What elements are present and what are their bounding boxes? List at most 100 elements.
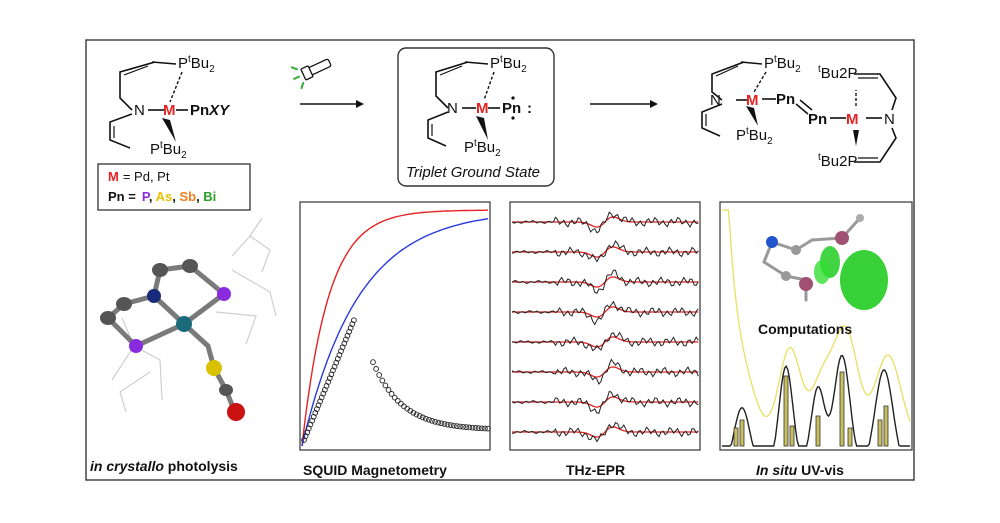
uvvis-label: In situ UV-vis [756, 462, 844, 478]
epr-experimental-trace [511, 331, 699, 352]
svg-text:PtBu2: PtBu2 [490, 54, 527, 75]
squid-data-point [438, 420, 445, 427]
flashlight-icon [290, 58, 332, 90]
dimerization-arrow [590, 100, 658, 108]
uvvis-plot: Computations [719, 201, 913, 451]
reactant-phosphine-top: PtBu2 [178, 54, 215, 75]
squid-data-point [444, 421, 451, 428]
squid-data-point [391, 394, 398, 401]
epr-experimental-trace [511, 300, 699, 326]
squid-data-point [351, 317, 357, 324]
metal-pnictogen-legend: M= Pd, Pt Pn =P, As, Sb, Bi [97, 163, 251, 211]
reactant-phosphine-bottom: PtBu2 [150, 140, 187, 161]
epr-experimental-trace [511, 240, 699, 263]
thz-epr-label: THz-EPR [566, 462, 625, 478]
svg-text:Pn: Pn [776, 91, 795, 108]
uv-transition-stick [847, 427, 853, 447]
squid-data-point [454, 423, 460, 429]
squid-data-point [376, 372, 383, 378]
squid-data-point [450, 422, 457, 429]
squid-data-point [422, 415, 429, 422]
epr-experimental-trace [511, 358, 699, 385]
epr-experimental-trace [511, 211, 699, 234]
squid-data-point [419, 414, 426, 421]
uv-transition-stick [739, 419, 745, 447]
crystal-structure-image [100, 217, 277, 421]
squid-data-point [466, 424, 473, 431]
svg-text:N: N [447, 100, 458, 117]
uv-transition-stick [815, 415, 821, 447]
svg-text:N: N [710, 92, 721, 109]
figure-frame [85, 39, 915, 481]
svg-text:M: M [476, 100, 489, 117]
pn-legend-bi: Bi [203, 189, 216, 204]
squid-data-point [469, 424, 476, 431]
squid-data-point [485, 425, 491, 432]
squid-data-point [435, 419, 442, 426]
pn-legend-p: P [142, 189, 151, 204]
computations-label: Computations [758, 321, 852, 337]
uv-transition-stick [733, 427, 739, 447]
squid-data-point [472, 425, 479, 431]
svg-text:M: M [746, 92, 759, 109]
uv-transition-stick [783, 375, 789, 447]
squid-data-point [482, 425, 488, 432]
squid-data-point [394, 397, 401, 404]
squid-data-point [429, 417, 435, 424]
uv-transition-stick [877, 419, 883, 447]
squid-data-point [373, 366, 379, 372]
svg-text:Pn: Pn [502, 100, 521, 117]
svg-text:M: M [846, 111, 859, 128]
svg-text:PtBu2: PtBu2 [764, 54, 801, 75]
triplet-ground-state-label: Triplet Ground State [406, 164, 540, 181]
squid-data-point [385, 387, 392, 393]
squid-data-point [416, 413, 423, 419]
svg-text:Pn =P, As, Sb, Bi: Pn =P, As, Sb, Bi [108, 189, 216, 204]
svg-text:M= Pd, Pt: M= Pd, Pt [108, 169, 170, 184]
squid-data-point [463, 424, 470, 430]
uv-transition-stick [883, 405, 889, 447]
product-dimer: PtBu2 N M Pn PtBu2 Pn M N tBu2P tBu2P [701, 54, 897, 170]
squid-label: SQUID Magnetometry [303, 462, 447, 478]
squid-data-point [441, 421, 448, 427]
squid-data-point [478, 425, 485, 432]
reactant-ligand: PnXY [190, 102, 231, 119]
squid-data-point [475, 425, 482, 431]
orbital-icon [762, 214, 888, 310]
triplet-intermediate: PtBu2 N M Pn : PtBu2 Triplet Ground Stat… [397, 47, 555, 187]
epr-experimental-trace [511, 269, 699, 294]
pn-legend-as: As [156, 189, 173, 204]
svg-text:PtBu2: PtBu2 [464, 138, 501, 159]
squid-data-point [370, 359, 376, 365]
thz-epr-plot [509, 201, 701, 451]
squid-data-point [457, 423, 463, 430]
squid-magnetometry-plot [299, 201, 491, 451]
epr-simulated-trace [512, 336, 699, 348]
svg-text:tBu2P: tBu2P [818, 64, 857, 82]
squid-data-point [432, 418, 438, 425]
squid-data-point [388, 391, 395, 397]
squid-data-point [382, 382, 389, 389]
svg-text:N: N [884, 111, 895, 128]
reactant-structure: PtBu2 N M PnXY PtBu2 [109, 54, 231, 161]
epr-experimental-trace [511, 390, 699, 414]
svg-text:tBu2P: tBu2P [818, 152, 857, 170]
crystallo-photolysis-label: in crystallo photolysis [90, 458, 238, 474]
svg-text::: : [527, 100, 532, 117]
squid-data-point [426, 416, 432, 423]
uv-transition-stick [789, 425, 795, 447]
svg-text:PtBu2: PtBu2 [736, 126, 773, 147]
squid-data-point [413, 411, 420, 418]
squid-data-point [447, 422, 454, 428]
epr-experimental-trace [512, 421, 699, 443]
squid-data-point [460, 423, 466, 430]
squid-data-point [379, 377, 386, 384]
pn-legend-sb: Sb [179, 189, 196, 204]
squid-data-point [410, 409, 417, 416]
uv-transition-stick [839, 371, 845, 447]
reactant-nitrogen: N [134, 102, 145, 119]
photolysis-arrow [300, 100, 364, 108]
svg-text:Pn: Pn [808, 111, 827, 128]
reactant-metal: M [163, 102, 176, 119]
